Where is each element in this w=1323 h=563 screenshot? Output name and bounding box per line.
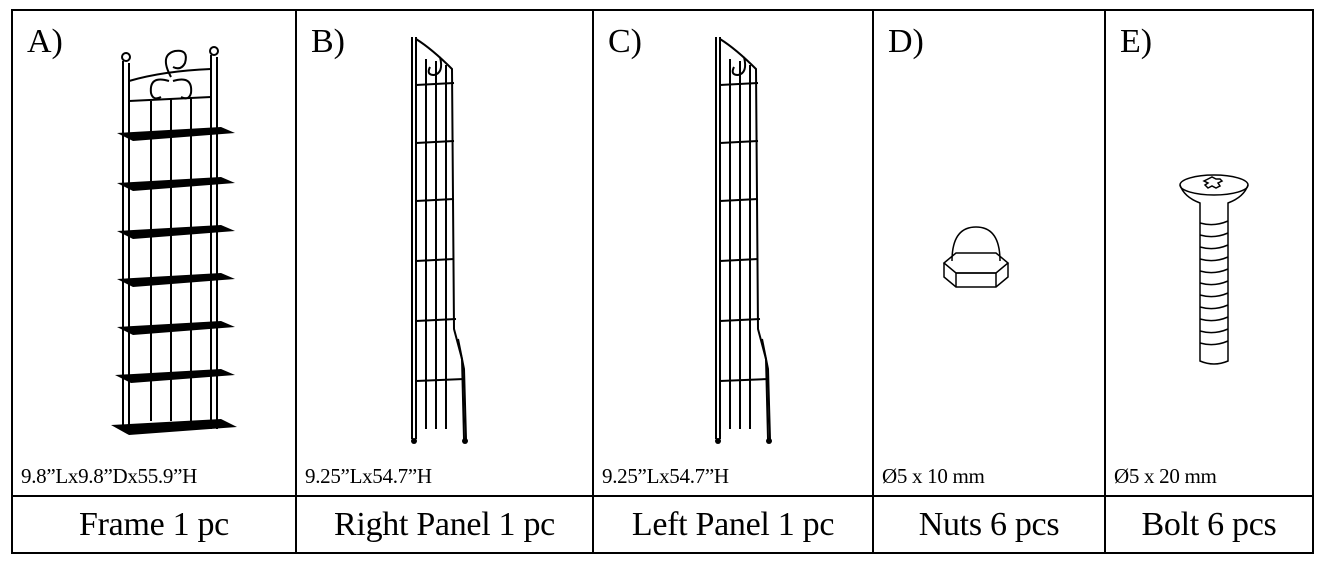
part-dimensions: 9.25”Lx54.7”H (305, 464, 432, 488)
part-dimensions: 9.8”Lx9.8”Dx55.9”H (21, 464, 197, 488)
parts-table: A) (11, 9, 1314, 554)
nut-icon (942, 226, 1010, 288)
part-dimensions: Ø5 x 20 mm (1114, 464, 1217, 488)
part-cell-right-panel: B) (297, 11, 594, 497)
part-cell-frame: A) (13, 11, 297, 497)
part-cell-left-panel: C) 9.25”Lx54.7”H (594, 11, 874, 497)
part-name-right-panel: Right Panel 1 pc (297, 497, 594, 552)
bolt-icon (1179, 174, 1249, 365)
part-name-bolt: Bolt 6 pcs (1141, 505, 1277, 543)
part-dimensions: Ø5 x 10 mm (882, 464, 985, 488)
part-name-nuts: Nuts 6 pcs (874, 497, 1106, 552)
part-letter: E) (1120, 23, 1153, 60)
part-name-left-panel: Left Panel 1 pc (594, 497, 874, 552)
frame-icon (111, 46, 237, 435)
left-panel-icon (715, 37, 772, 444)
part-letter: D) (888, 23, 924, 60)
part-name-frame: Frame 1 pc (13, 497, 297, 552)
part-cell-nuts: D) Ø5 x 10 mm (874, 11, 1106, 497)
part-letter: B) (311, 23, 345, 60)
part-cell-bolt: E) Ø5 x 20 mm (1106, 11, 1312, 497)
part-letter: A) (27, 23, 63, 60)
right-panel-icon (411, 37, 468, 444)
part-dimensions: 9.25”Lx54.7”H (602, 464, 729, 488)
part-letter: C) (608, 23, 642, 60)
